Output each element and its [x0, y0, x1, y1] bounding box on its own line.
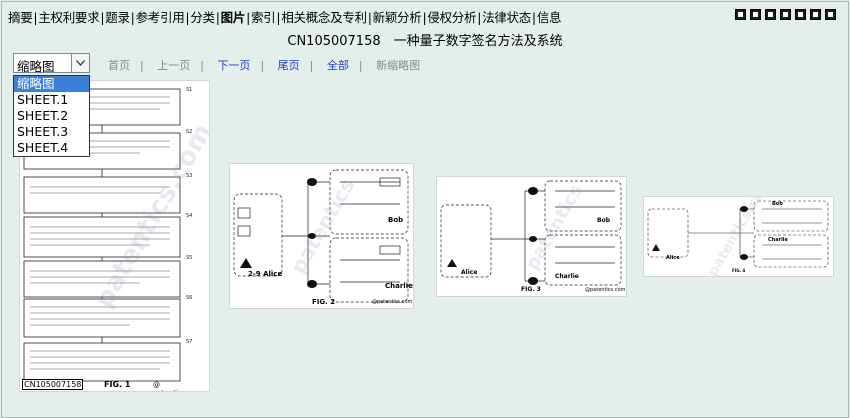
nav-tab-10[interactable]: 法律状态 — [482, 10, 531, 25]
nav-tab-2[interactable]: 题录 — [105, 10, 129, 25]
figure-4-bob: Bob — [772, 201, 783, 207]
pager: 首页| 上一页| 下一页| 尾页| 全部| 新缩略图 — [108, 57, 430, 73]
download-icon[interactable] — [765, 9, 776, 20]
last-page-link[interactable]: 尾页 — [278, 59, 300, 72]
print-icon[interactable] — [750, 9, 761, 20]
sheet-option-0[interactable]: 缩略图 — [14, 76, 89, 92]
nav-tab-9[interactable]: 侵权分析 — [427, 10, 476, 25]
sheet-option-4[interactable]: SHEET.4 — [14, 140, 89, 156]
close-icon[interactable] — [825, 9, 836, 20]
top-navigation: 摘要|主权利要求|题录|参考引用|分类|图片|索引|相关概念及专利|新颖分析|侵… — [8, 7, 561, 25]
nav-separator: | — [131, 10, 135, 25]
save-icon[interactable] — [810, 9, 821, 20]
figure-2-thumbnail[interactable]: patentics Bob 2-9 Alice Charlie FIG. 2 @… — [229, 163, 414, 309]
nav-separator: | — [185, 10, 189, 25]
figure-4-caption: FIG. 4 — [732, 268, 745, 273]
nav-tab-5[interactable]: 图片 — [221, 10, 245, 25]
nav-tab-3[interactable]: 参考引用 — [136, 10, 185, 25]
prev-page-link[interactable]: 上一页 — [157, 59, 190, 72]
nav-separator: | — [246, 10, 250, 25]
figure-2-source: @patentics.com — [372, 299, 412, 305]
nav-tab-8[interactable]: 新颖分析 — [373, 10, 422, 25]
new-thumbnails-link[interactable]: 新缩略图 — [376, 59, 420, 72]
figure-3-bob: Bob — [597, 217, 610, 224]
figure-3-charlie: Charlie — [555, 273, 579, 280]
nav-tab-1[interactable]: 主权利要求 — [38, 10, 99, 25]
svg-text:S6: S6 — [186, 295, 192, 301]
page-title: CN105007158 一种量子数字签名方法及系统 — [0, 30, 850, 49]
sheet-select[interactable]: 缩略图 — [13, 53, 90, 73]
figure-2-bob: Bob — [388, 216, 403, 224]
figure-2-alice: 2-9 Alice — [248, 270, 282, 278]
all-pages-link[interactable]: 全部 — [327, 59, 349, 72]
nav-tab-11[interactable]: 信息 — [537, 10, 561, 25]
nav-separator: | — [216, 10, 220, 25]
svg-text:S5: S5 — [186, 255, 192, 261]
sheet-option-3[interactable]: SHEET.3 — [14, 124, 89, 140]
figure-4-thumbnail[interactable]: patentics.com Bob Alice Charlie FIG. 4 — [643, 196, 834, 277]
nav-separator: | — [33, 10, 37, 25]
figure-3-caption: FIG. 3 — [521, 286, 541, 293]
nav-tab-4[interactable]: 分类 — [190, 10, 214, 25]
svg-text:S1: S1 — [186, 87, 192, 93]
figure-2-caption: FIG. 2 — [312, 298, 335, 306]
figure-3-source: @patentics.com — [585, 287, 625, 293]
svg-text:S7: S7 — [186, 339, 192, 345]
sheet-option-1[interactable]: SHEET.1 — [14, 92, 89, 108]
nav-separator: | — [532, 10, 536, 25]
next-page-link[interactable]: 下一页 — [217, 59, 250, 72]
svg-text:S4: S4 — [186, 213, 192, 219]
font-icon[interactable] — [780, 9, 791, 20]
figure-3-drawing — [437, 177, 626, 296]
figure-3-alice: Alice — [461, 269, 477, 276]
figure-3-thumbnail[interactable]: patentics Bob Alice Charlie FIG. 3 @pate… — [436, 176, 627, 297]
figure-2-charlie: Charlie — [385, 282, 413, 290]
figure-4-alice: Alice — [666, 255, 680, 261]
nav-tab-0[interactable]: 摘要 — [8, 10, 32, 25]
toolbar-icons — [735, 9, 836, 20]
list-icon[interactable] — [795, 9, 806, 20]
nav-separator: | — [422, 10, 426, 25]
nav-separator: | — [368, 10, 372, 25]
figure-1-id: CN105007158 — [22, 379, 83, 390]
sheet-option-2[interactable]: SHEET.2 — [14, 108, 89, 124]
expand-icon[interactable] — [735, 9, 746, 20]
nav-separator: | — [100, 10, 104, 25]
sheet-select-value: 缩略图 — [17, 56, 55, 75]
figure-1-source: @ patentics.com — [153, 381, 209, 392]
nav-separator: | — [477, 10, 481, 25]
sheet-dropdown-list: 缩略图SHEET.1SHEET.2SHEET.3SHEET.4 — [13, 75, 90, 157]
nav-tab-7[interactable]: 相关概念及专利 — [281, 10, 366, 25]
nav-tab-6[interactable]: 索引 — [251, 10, 275, 25]
first-page-link[interactable]: 首页 — [108, 59, 130, 72]
figure-4-charlie: Charlie — [768, 237, 788, 243]
chevron-down-icon[interactable] — [71, 54, 89, 72]
figure-1-caption: FIG. 1 — [104, 380, 130, 389]
nav-separator: | — [276, 10, 280, 25]
